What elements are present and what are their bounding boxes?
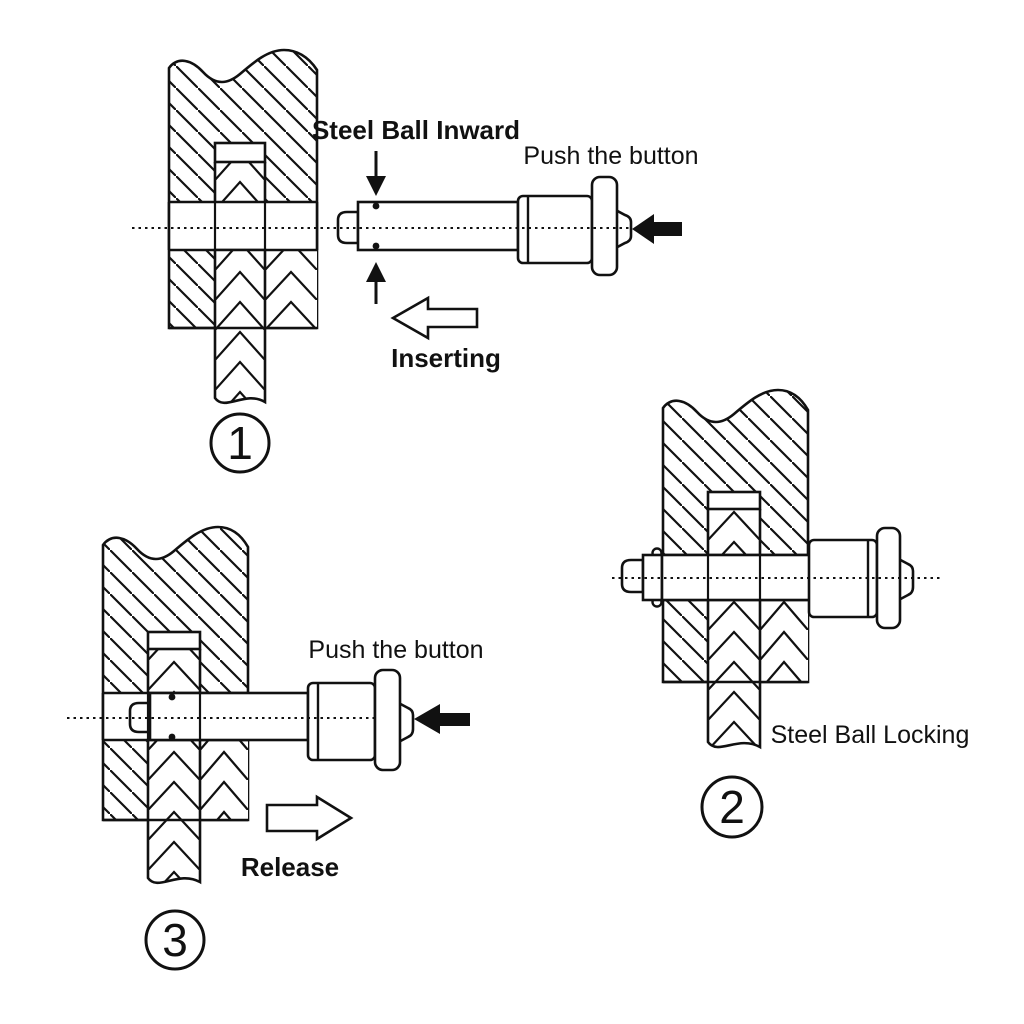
step2-panel: Steel Ball Locking 2 (612, 388, 970, 839)
step3-push-label: Push the button (308, 636, 483, 664)
tongue-top-slot (706, 490, 762, 511)
wall-lower-right-section (760, 600, 808, 682)
step3-number-badge: 3 (144, 909, 206, 971)
tongue-top-slot (146, 630, 202, 651)
step2-number-badge: 2 (700, 775, 764, 839)
steel-ball-bottom (372, 242, 380, 250)
push-arrow-icon (414, 704, 470, 734)
tongue-stem (213, 248, 267, 405)
step1-push-label: Push the button (523, 142, 698, 170)
steel-ball-bottom (168, 733, 176, 741)
steel-ball-top (372, 202, 380, 210)
step1-panel: Steel Ball Inward Push the button Insert… (132, 48, 699, 474)
tongue-stem (706, 598, 762, 750)
tongue-top-slot (213, 141, 267, 164)
tongue-upper-section (148, 649, 200, 693)
pin-flange (373, 668, 402, 772)
wall-lower-right-section (265, 250, 317, 328)
pin-hole-band (169, 202, 317, 250)
step1-number: 1 (227, 417, 253, 469)
down-arrow-icon (366, 176, 386, 196)
pin-nose (620, 558, 645, 594)
release-direction-arrow-icon (265, 794, 354, 842)
step2-steel-ball-label: Steel Ball Locking (771, 721, 970, 749)
step3-panel: Push the button Release 3 (67, 525, 484, 971)
step3-number: 3 (162, 914, 188, 966)
pin-shaft (660, 553, 812, 602)
up-arrow-icon (366, 262, 386, 282)
step1-steel-ball-label: Steel Ball Inward (312, 115, 520, 145)
step1-wall-assembly (167, 48, 319, 405)
step2-number: 2 (719, 781, 745, 833)
steel-ball-top (168, 693, 176, 701)
wall-lower-right-section (200, 740, 248, 820)
push-arrow-icon (632, 214, 682, 244)
step1-number-badge: 1 (209, 412, 271, 474)
pin-shaft (356, 200, 520, 252)
step1-pin (336, 175, 682, 277)
tongue-stem (146, 738, 202, 885)
inserting-direction-arrow-icon (390, 295, 479, 341)
tongue-upper-section (708, 509, 760, 555)
steel-ball-pointer-arrows (366, 151, 386, 304)
step2-pin (620, 526, 915, 630)
pin-flange (590, 175, 619, 277)
pin-shaft (148, 691, 310, 742)
step1-action-label: Inserting (391, 343, 501, 373)
tongue-upper-section (215, 162, 265, 202)
step3-pin (128, 668, 470, 772)
step3-action-label: Release (241, 852, 339, 882)
